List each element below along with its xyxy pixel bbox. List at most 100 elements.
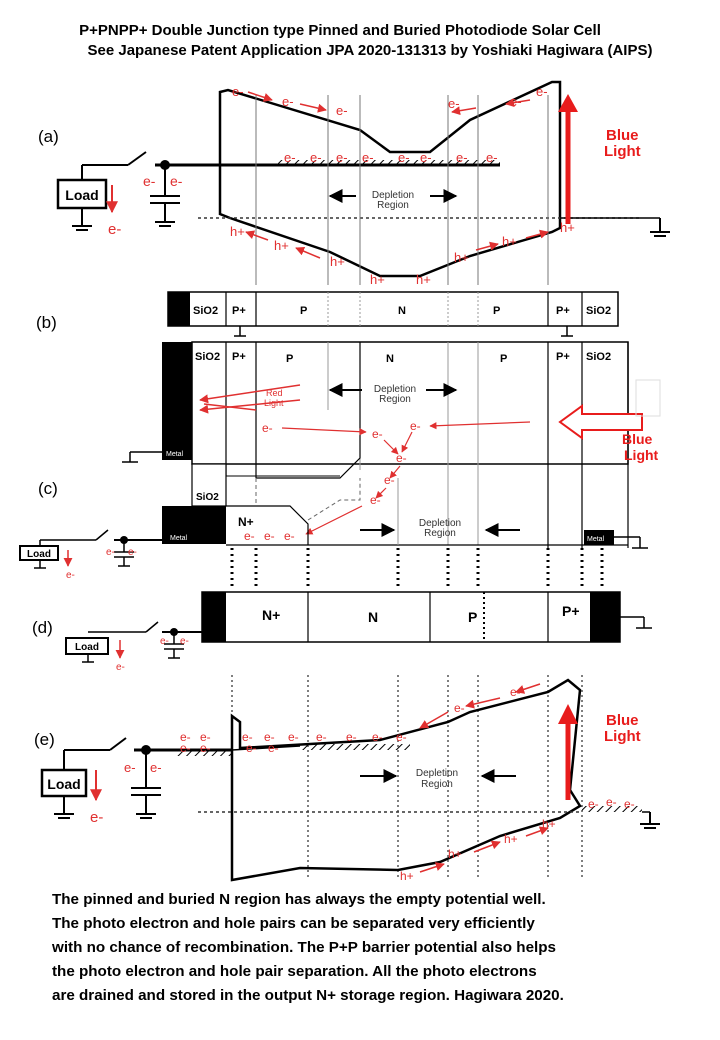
caption-line: The pinned and buried N region has alway… xyxy=(52,891,546,908)
electrons-c: e- e- e- e- e- e- e- e- e- xyxy=(244,419,421,543)
svg-text:e-: e- xyxy=(606,795,617,809)
svg-text:e-: e- xyxy=(372,730,383,744)
panel-label-c: (c) xyxy=(38,479,58,498)
svg-text:h+: h+ xyxy=(454,250,469,265)
svg-text:e-: e- xyxy=(180,730,191,744)
svg-text:e-: e- xyxy=(284,150,296,165)
svg-text:SiO2: SiO2 xyxy=(586,305,611,317)
svg-text:e-: e- xyxy=(264,730,275,744)
svg-text:SiO2: SiO2 xyxy=(193,305,218,317)
svg-text:Depletion: Depletion xyxy=(374,384,416,395)
svg-text:h+: h+ xyxy=(370,272,385,287)
dotted-guides-e xyxy=(231,675,583,880)
svg-text:h+: h+ xyxy=(448,847,462,861)
svg-text:e-: e- xyxy=(124,760,136,775)
svg-text:Load: Load xyxy=(47,776,80,792)
svg-text:e-: e- xyxy=(232,84,244,99)
panel-b: (b) SiO2 P+ P N P P+ SiO2 xyxy=(36,291,619,337)
hole-arrows-a xyxy=(245,229,549,259)
svg-text:e-: e- xyxy=(244,529,255,543)
svg-text:Depletion: Depletion xyxy=(416,768,458,779)
svg-text:N+: N+ xyxy=(238,515,254,529)
svg-text:Load: Load xyxy=(27,549,51,560)
svg-text:P+: P+ xyxy=(556,351,570,363)
svg-text:e-: e- xyxy=(284,529,295,543)
svg-text:h+: h+ xyxy=(416,272,431,287)
svg-text:P: P xyxy=(493,305,500,317)
electron-arrows-a xyxy=(247,91,531,116)
svg-text:Light: Light xyxy=(264,398,284,408)
svg-text:h+: h+ xyxy=(230,224,245,239)
svg-text:e-: e- xyxy=(310,150,322,165)
electron-arrows-c xyxy=(281,421,531,535)
svg-text:e-: e- xyxy=(128,547,137,558)
electron-label: e- xyxy=(143,173,156,189)
dotted-guides-cd xyxy=(230,548,604,590)
svg-text:P: P xyxy=(500,353,507,365)
svg-text:P: P xyxy=(468,609,477,625)
svg-text:e-: e- xyxy=(316,730,327,744)
panel-a: (a) Load e- e- e- xyxy=(38,80,670,287)
svg-text:e-: e- xyxy=(200,741,211,755)
caption-line: with no chance of recombination. The P+P… xyxy=(52,939,556,956)
metal-left-bottom xyxy=(162,506,226,544)
svg-text:e-: e- xyxy=(396,730,407,744)
circuit-c: Load e- e- e- xyxy=(19,529,162,581)
title-line-2: See Japanese Patent Application JPA 2020… xyxy=(87,42,653,59)
svg-text:e-: e- xyxy=(510,685,521,699)
svg-text:N: N xyxy=(368,609,378,625)
svg-text:e-: e- xyxy=(150,760,162,775)
svg-text:h+: h+ xyxy=(502,234,517,249)
caption-line: The photo electron and hole pairs can be… xyxy=(52,915,535,932)
svg-text:N: N xyxy=(386,353,394,365)
svg-text:e-: e- xyxy=(588,797,599,811)
blue-light-arrow-c xyxy=(558,404,643,440)
svg-text:e-: e- xyxy=(384,473,395,487)
svg-text:Metal: Metal xyxy=(166,451,184,458)
svg-text:e-: e- xyxy=(420,150,432,165)
svg-text:e-: e- xyxy=(90,809,103,826)
svg-text:Region: Region xyxy=(424,528,456,539)
caption-line: the photo electron and hole pair separat… xyxy=(52,963,537,980)
svg-text:e-: e- xyxy=(370,493,381,507)
svg-text:e-: e- xyxy=(268,741,279,755)
svg-text:e-: e- xyxy=(336,150,348,165)
svg-text:e-: e- xyxy=(336,103,348,118)
svg-text:h+: h+ xyxy=(560,220,575,235)
svg-text:SiO2: SiO2 xyxy=(586,351,611,363)
svg-text:e-: e- xyxy=(66,570,75,581)
svg-text:Region: Region xyxy=(421,779,453,790)
svg-text:e-: e- xyxy=(346,730,357,744)
svg-text:e-: e- xyxy=(106,547,115,558)
svg-text:Red: Red xyxy=(266,388,283,398)
metal-left-top xyxy=(162,342,192,460)
svg-text:e-: e- xyxy=(510,94,522,109)
svg-text:e-: e- xyxy=(246,741,257,755)
electron-arrows-e xyxy=(419,683,541,729)
svg-text:Load: Load xyxy=(75,642,99,653)
svg-text:P+: P+ xyxy=(562,603,580,619)
panel-label-a: (a) xyxy=(38,127,59,146)
svg-text:P: P xyxy=(300,305,307,317)
svg-text:P+: P+ xyxy=(232,351,246,363)
svg-text:e-: e- xyxy=(448,96,460,111)
load-box-a xyxy=(56,178,108,210)
svg-text:e-: e- xyxy=(624,797,635,811)
svg-text:e-: e- xyxy=(456,150,468,165)
caption-line: are drained and stored in the output N+ … xyxy=(52,987,564,1004)
svg-text:e-: e- xyxy=(288,730,299,744)
depletion-label: Region xyxy=(377,200,409,211)
circuit-d: Load e- e- e- xyxy=(65,621,202,673)
circuit-e: Load e- e- e- xyxy=(40,737,232,826)
svg-text:e-: e- xyxy=(282,94,294,109)
load-label-a: Load xyxy=(65,187,98,203)
panel-c: (c) Metal SiO2 P+ P N P P+ xyxy=(19,341,661,581)
panel-label-e: (e) xyxy=(34,730,55,749)
svg-text:P+: P+ xyxy=(556,305,570,317)
caption: The pinned and buried N region has alway… xyxy=(52,888,712,1008)
svg-text:e-: e- xyxy=(398,150,410,165)
svg-text:P: P xyxy=(286,353,293,365)
blue-light-label: Light xyxy=(604,143,641,160)
svg-text:e-: e- xyxy=(362,150,374,165)
